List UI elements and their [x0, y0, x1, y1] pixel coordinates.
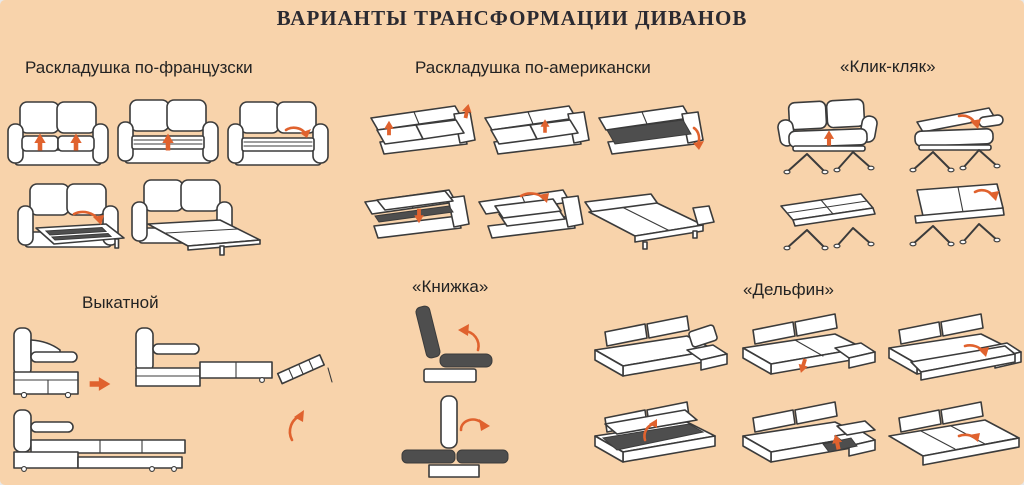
section-french-label: Раскладушка по-французски: [25, 58, 253, 77]
section-rollout-label: Выкатной: [82, 293, 159, 312]
section-french: Раскладушка по-французски: [0, 52, 345, 260]
dolphin-step-2: [742, 313, 876, 375]
french-step-3: [227, 101, 329, 166]
dolphin-step-4: [594, 401, 716, 463]
section-book-label: «Книжка»: [412, 277, 489, 296]
page-title: ВАРИАНТЫ ТРАНСФОРМАЦИИ ДИВАНОВ: [276, 6, 748, 30]
french-step-1: [7, 101, 109, 166]
rollout-steps-illustration: [13, 327, 333, 472]
clickclack-step-2: [909, 107, 1004, 173]
book-step-1: [415, 305, 493, 383]
clickclack-steps-illustration: [777, 98, 1005, 251]
section-book: «Книжка»: [395, 272, 570, 485]
dolphin-step-5: [742, 401, 876, 463]
dolphin-steps-illustration: [594, 313, 1022, 466]
section-rollout: Выкатной: [0, 288, 345, 485]
french-step-5: [131, 179, 261, 256]
rollout-arrow-right: [89, 377, 111, 391]
clickclack-step-1: [777, 98, 878, 175]
american-step-6: [584, 193, 715, 250]
rollout-step-2: [135, 327, 333, 387]
french-step-4: [17, 183, 125, 249]
american-step-2: [484, 105, 590, 155]
french-steps-illustration: [7, 99, 329, 256]
section-american-label: Раскладушка по-американски: [415, 58, 651, 77]
book-steps-illustration: [401, 305, 509, 478]
dolphin-step-6: [888, 401, 1020, 466]
rollout-step-3: [13, 409, 186, 472]
section-dolphin-label: «Дельфин»: [743, 280, 834, 299]
rollout-step-1: [13, 327, 79, 399]
book-step-2: [401, 395, 509, 478]
dolphin-step-3: [888, 313, 1022, 381]
clickclack-step-4: [909, 183, 1005, 247]
american-steps-illustration: [364, 102, 715, 250]
section-dolphin: «Дельфин»: [575, 272, 1024, 485]
american-step-5: [478, 189, 584, 239]
dolphin-step-1: [594, 315, 728, 377]
american-step-1: [370, 102, 476, 155]
american-step-3: [598, 105, 704, 155]
section-clickclack: «Клик-кляк»: [765, 52, 1024, 260]
clickclack-step-3: [780, 193, 876, 251]
french-step-2: [117, 99, 219, 164]
rollout-arrow-curved: [288, 410, 304, 442]
section-clickclack-label: «Клик-кляк»: [840, 57, 936, 76]
section-american: Раскладушка по-американски: [355, 52, 725, 260]
american-step-4: [364, 189, 470, 239]
